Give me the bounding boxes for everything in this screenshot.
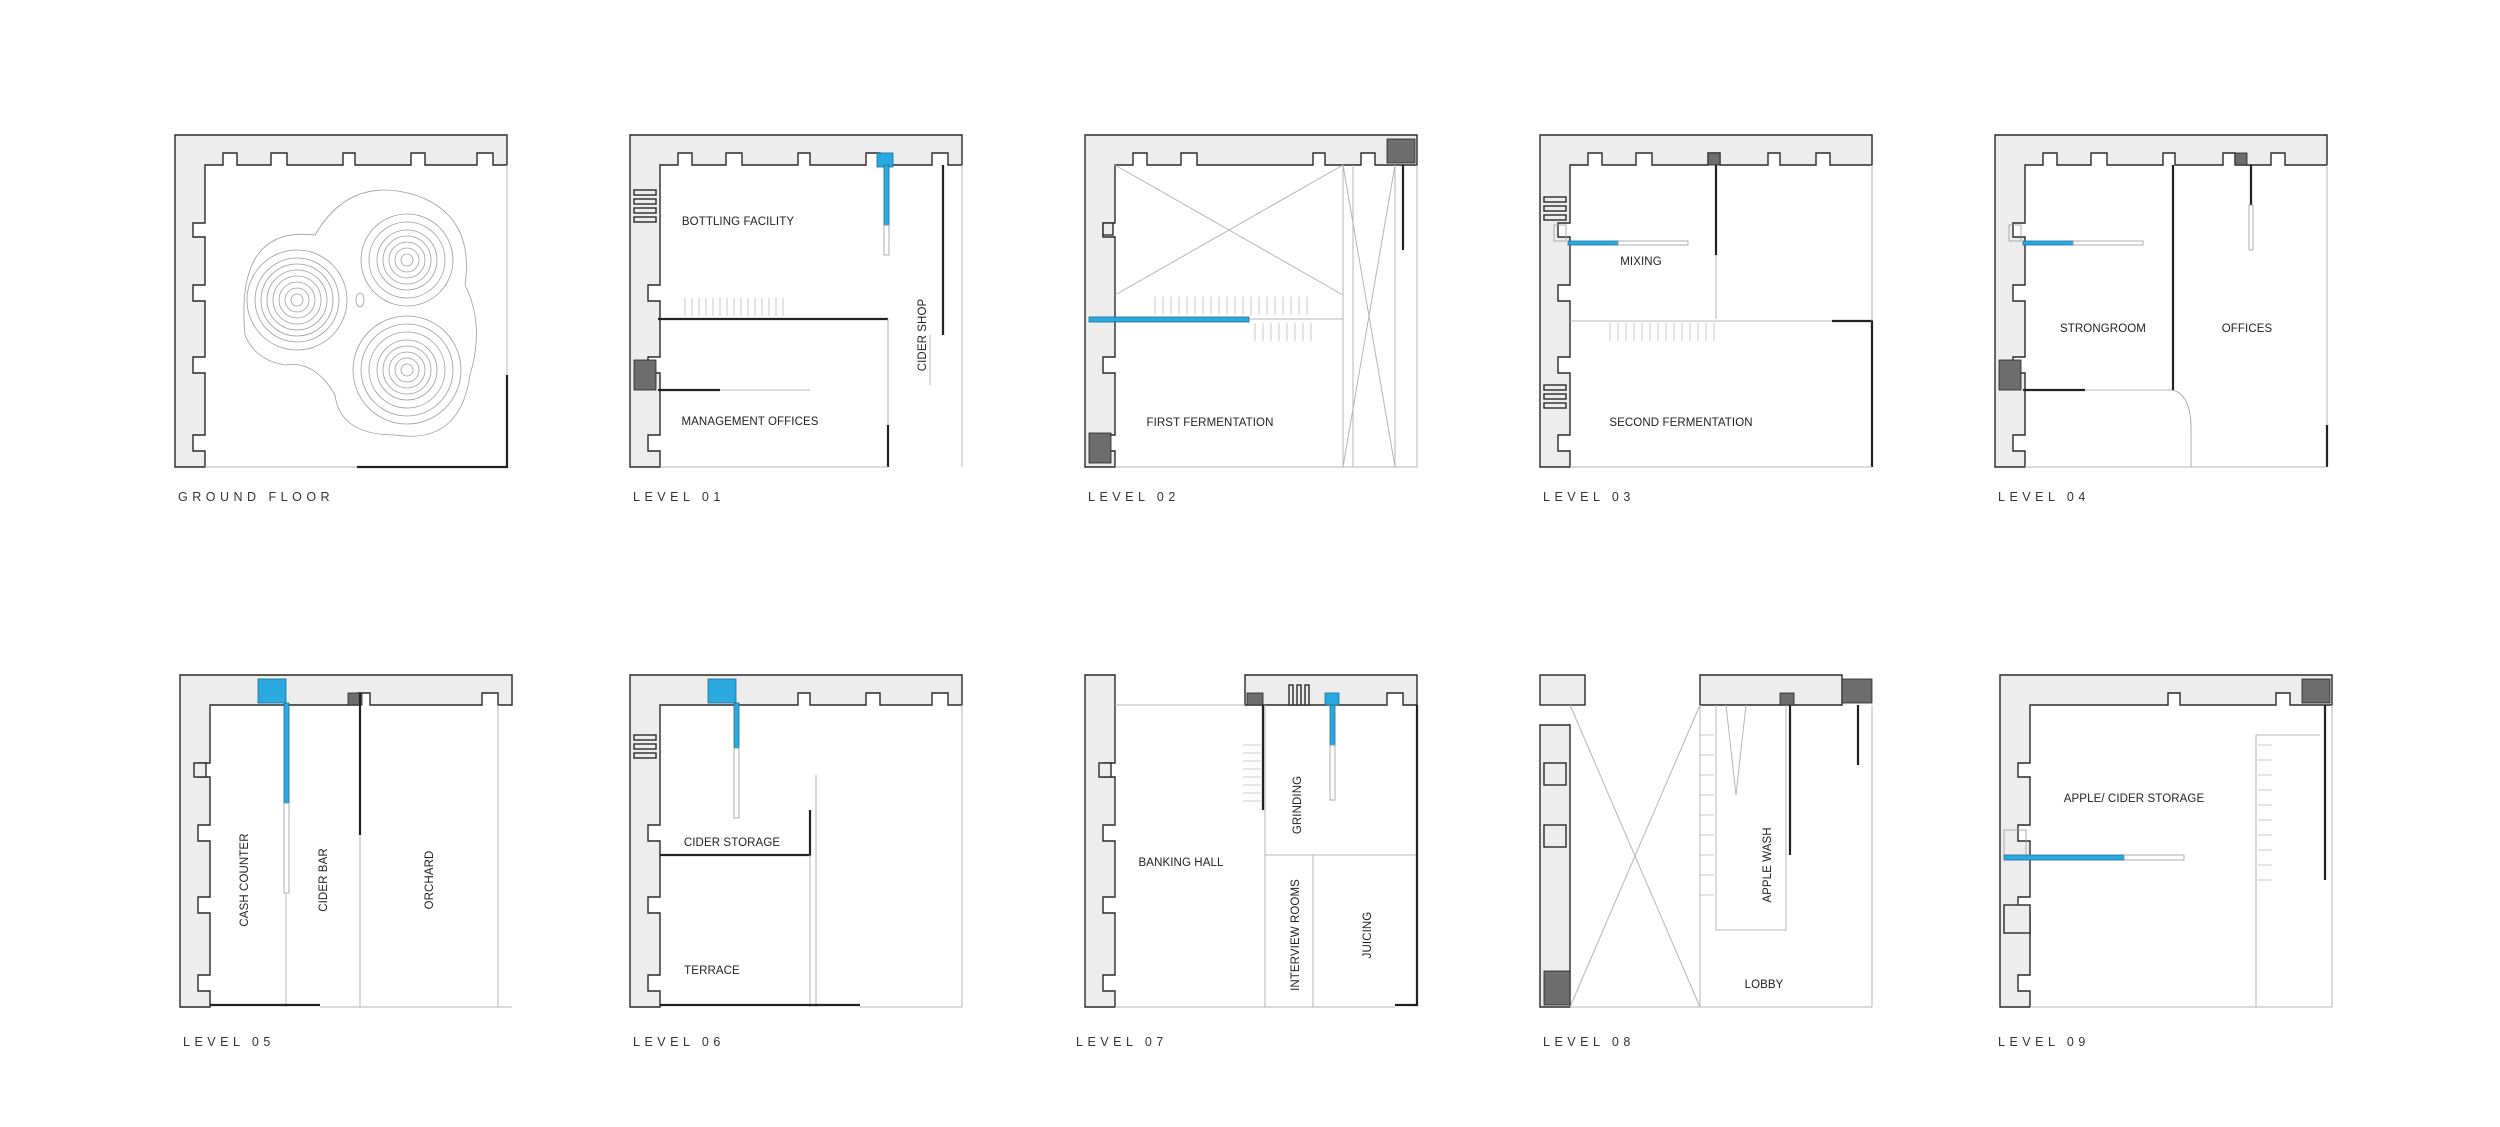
- room-second-fermentation: SECOND FERMENTATION: [1609, 417, 1753, 429]
- level-02-drawing: [1084, 134, 1418, 468]
- level-03-drawing: [1539, 134, 1874, 468]
- plan-level-04: STRONGROOM OFFICES: [1994, 134, 2330, 470]
- plan-level-07: BANKING HALL GRINDING INTERVIEW ROOMS JU…: [1084, 674, 1420, 1010]
- caption-level-05: LEVEL 05: [183, 1035, 275, 1049]
- caption-level-09: LEVEL 09: [1998, 1035, 2090, 1049]
- room-management-offices: MANAGEMENT OFFICES: [681, 416, 819, 428]
- room-orchard: ORCHARD: [424, 850, 436, 910]
- caption-level-01: LEVEL 01: [633, 490, 725, 504]
- plan-level-08: APPLE WASH LOBBY: [1539, 674, 1875, 1010]
- level-07-drawing: [1084, 674, 1419, 1008]
- level-09-drawing: [1999, 674, 2333, 1008]
- caption-level-08: LEVEL 08: [1543, 1035, 1635, 1049]
- room-apple-wash: APPLE WASH: [1762, 827, 1774, 903]
- level-05-drawing: [179, 674, 513, 1008]
- level-08-drawing: [1539, 674, 1873, 1008]
- room-mixing: MIXING: [1620, 256, 1662, 268]
- room-lobby: LOBBY: [1744, 979, 1784, 991]
- room-offices: OFFICES: [2221, 323, 2273, 335]
- plan-level-05: CASH COUNTER CIDER BAR ORCHARD: [179, 674, 515, 1010]
- room-grinding: GRINDING: [1292, 775, 1304, 835]
- caption-level-04: LEVEL 04: [1998, 490, 2090, 504]
- room-strongroom: STRONGROOM: [2060, 323, 2146, 335]
- room-interview-rooms: INTERVIEW ROOMS: [1290, 879, 1302, 991]
- plan-level-03: MIXING SECOND FERMENTATION: [1539, 134, 1875, 470]
- room-cash-counter: CASH COUNTER: [239, 833, 251, 927]
- level-04-drawing: [1994, 134, 2329, 468]
- room-terrace: TERRACE: [684, 965, 740, 977]
- caption-level-03: LEVEL 03: [1543, 490, 1635, 504]
- caption-ground-floor: GROUND FLOOR: [178, 490, 335, 504]
- plan-ground-floor: [174, 134, 510, 470]
- room-bottling-facility: BOTTLING FACILITY: [681, 216, 795, 228]
- room-juicing: JUICING: [1362, 911, 1374, 959]
- room-banking-hall: BANKING HALL: [1138, 857, 1224, 869]
- contour-vats: [243, 189, 477, 437]
- room-apple-cider-storage: APPLE/ CIDER STORAGE: [2063, 793, 2205, 805]
- room-first-fermentation: FIRST FERMENTATION: [1146, 417, 1274, 429]
- room-cider-bar: CIDER BAR: [318, 848, 330, 912]
- plan-level-01: BOTTLING FACILITY CIDER SHOP MANAGEMENT …: [629, 134, 965, 470]
- plan-level-02: FIRST FERMENTATION: [1084, 134, 1420, 470]
- room-cider-storage: CIDER STORAGE: [683, 837, 781, 849]
- plan-level-09: APPLE/ CIDER STORAGE: [1999, 674, 2335, 1010]
- caption-level-02: LEVEL 02: [1088, 490, 1180, 504]
- caption-level-06: LEVEL 06: [633, 1035, 725, 1049]
- caption-level-07: LEVEL 07: [1076, 1035, 1168, 1049]
- ground-floor-drawing: [174, 134, 509, 469]
- level-01-drawing: [629, 134, 963, 468]
- level-06-drawing: [629, 674, 963, 1008]
- plan-level-06: CIDER STORAGE TERRACE: [629, 674, 965, 1010]
- room-cider-shop: CIDER SHOP: [917, 298, 929, 372]
